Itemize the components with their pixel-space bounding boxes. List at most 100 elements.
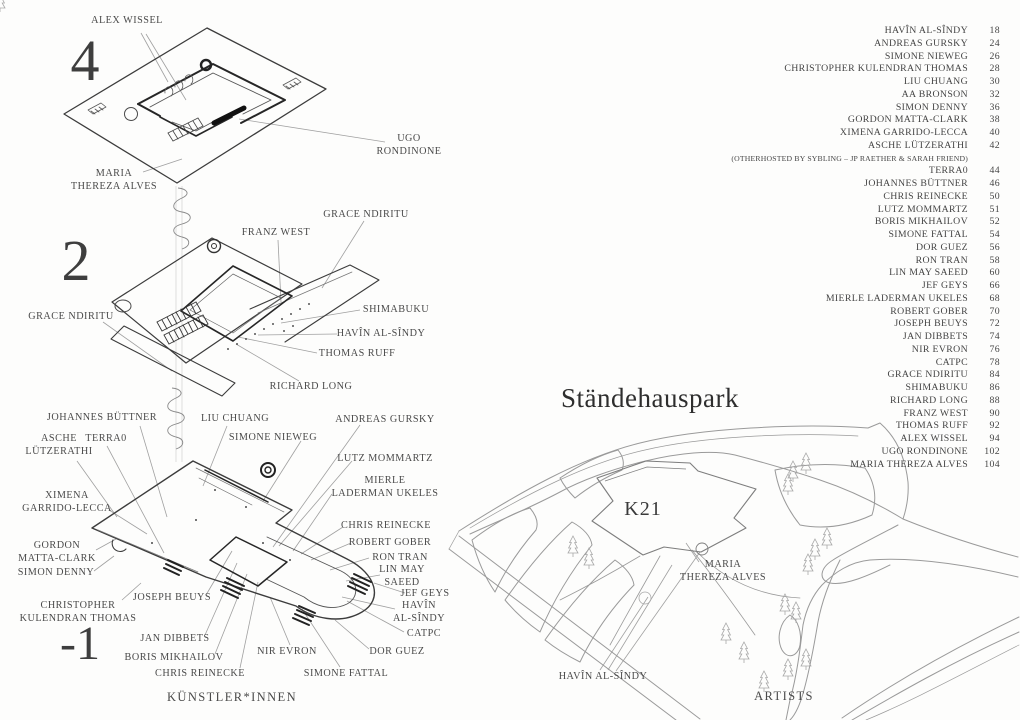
- index-page-number: 60: [989, 267, 1000, 279]
- index-entry: SHIMABUKU 86: [694, 382, 1000, 395]
- index-entry: THOMAS RUFF 92: [694, 420, 1000, 433]
- index-artist-name: LUTZ MOMMARTZ: [877, 203, 968, 215]
- index-page-number: 70: [989, 305, 1000, 317]
- index-entry: MIERLE LADERMAN UKELES 68: [694, 293, 1000, 306]
- index-entry: AA BRONSON 32: [694, 89, 1000, 102]
- index-page-number: 66: [989, 280, 1000, 291]
- index-artist-name: LIU CHUANG: [903, 76, 968, 87]
- index-page-number: 56: [989, 241, 1000, 253]
- index-page-number: 50: [989, 190, 1000, 202]
- index-artist-name: FRANZ WEST: [903, 407, 968, 419]
- index-page-number: 86: [989, 382, 1000, 393]
- index-artist-name: CATPC: [935, 356, 968, 368]
- index-entry: FRANZ WEST 90: [694, 408, 1000, 421]
- index-artist-name: MIERLE LADERMAN UKELES: [825, 292, 968, 304]
- index-entry: (OTHERHOSTED BY SYBLING – JP RAETHER & S…: [694, 153, 1000, 166]
- index-page-number: 58: [989, 254, 1000, 266]
- index-artist-name: TERRA0: [928, 165, 968, 177]
- index-entry: ROBERT GOBER 70: [694, 306, 1000, 319]
- index-artist-name: NIR EVRON: [911, 343, 968, 355]
- label-christopher-kulendran-thomas: CHRISTOPHER KULENDRAN THOMAS: [19, 600, 137, 624]
- index-entry: BORIS MIKHAILOV 52: [694, 216, 1000, 229]
- k21-label: K21: [624, 498, 662, 520]
- label-lin-may-saeed: LIN MAY SAEED: [379, 564, 425, 588]
- index-artist-name: UGO RONDINONE: [881, 445, 968, 457]
- index-entry: GORDON MATTA-CLARK 38: [694, 114, 1000, 127]
- label-chris-reinecke-right: CHRIS REINECKE: [341, 520, 431, 531]
- index-artist-name: ROBERT GOBER: [890, 305, 968, 317]
- index-entry: CHRISTOPHER KULENDRAN THOMAS 28: [694, 63, 1000, 76]
- label-asche-lutzerathi: ASCHE LÜTZERATHI: [25, 433, 93, 457]
- index-page-number: 54: [989, 229, 1000, 240]
- index-entry: JAN DIBBETS 74: [694, 331, 1000, 344]
- label-grace-ndiritu-left: GRACE NDIRITU: [28, 311, 114, 322]
- park-title: Ständehauspark: [561, 383, 739, 413]
- index-page-number: 76: [989, 343, 1000, 355]
- index-entry: TERRA0 44: [694, 165, 1000, 178]
- index-entry: SIMONE NIEWEG 26: [694, 51, 1000, 64]
- index-page-number: 90: [989, 407, 1000, 419]
- index-artist-name: CHRISTOPHER KULENDRAN THOMAS: [784, 63, 968, 75]
- index-artist-name: XIMENA GARRIDO-LECCA: [839, 127, 968, 138]
- index-page-number: 92: [989, 420, 1000, 432]
- index-page-number: 42: [989, 139, 1000, 151]
- label-shimabuku: SHIMABUKU: [362, 304, 430, 315]
- level-2-numeral: 2: [61, 228, 91, 293]
- index-artist-name: SIMON DENNY: [895, 101, 968, 113]
- index-page-number: 88: [989, 394, 1000, 406]
- index-artist-name: GRACE NDIRITU: [887, 369, 968, 381]
- footer-kuenstlerinnen: KÜNSTLER*INNEN: [166, 690, 298, 704]
- index-page-number: 28: [989, 63, 1000, 75]
- index-entry: LIN MAY SAEED 60: [694, 267, 1000, 280]
- index-entry: RICHARD LONG 88: [694, 395, 1000, 408]
- index-artist-name: SHIMABUKU: [905, 382, 968, 393]
- label-catpc: CATPC: [406, 628, 442, 639]
- level-minus-1-plan: [91, 460, 376, 626]
- label-franz-west: FRANZ WEST: [241, 227, 311, 238]
- label-jef-geys: JEF GEYS: [400, 588, 450, 599]
- index-artist-name: HAVÎN AL-SÎNDY: [884, 25, 968, 36]
- level-4-numeral: 4: [70, 28, 100, 93]
- index-artist-name: JAN DIBBETS: [902, 331, 968, 342]
- index-artist-name: MARIA THEREZA ALVES: [850, 458, 968, 470]
- label-lutz-mommartz: LUTZ MOMMARTZ: [337, 453, 433, 464]
- index-page-number: 52: [989, 216, 1000, 228]
- label-simon-denny: SIMON DENNY: [17, 567, 95, 578]
- label-simone-nieweg: SIMONE NIEWEG: [228, 432, 318, 443]
- label-alex-wissel: ALEX WISSEL: [91, 15, 163, 26]
- label-andreas-gursky: ANDREAS GURSKY: [335, 414, 435, 425]
- index-entry: CHRIS REINECKE 50: [694, 191, 1000, 204]
- label-havin-al-sindy-l2: HAVÎN AL-SÎNDY: [336, 328, 426, 339]
- label-havin-al-sindy-park: HAVÎN AL-SÎNDY: [558, 671, 648, 682]
- index-entry: ANDREAS GURSKY 24: [694, 38, 1000, 51]
- index-page-number: 84: [989, 369, 1000, 381]
- spiral-stair-column: [167, 186, 191, 462]
- index-page-number: 32: [989, 88, 1000, 100]
- index-page-number: 40: [989, 127, 1000, 138]
- label-richard-long: RICHARD LONG: [269, 381, 353, 392]
- label-havin-al-sindy-lm1: HAVÎN AL-SÎNDY: [392, 600, 446, 624]
- index-artist-name: AA BRONSON: [901, 88, 968, 100]
- index-artist-name: ALEX WISSEL: [900, 433, 968, 444]
- index-artist-name: (OTHERHOSTED BY SYBLING – JP RAETHER & S…: [731, 153, 968, 163]
- label-robert-gober: ROBERT GOBER: [348, 537, 432, 548]
- index-artist-name: JOHANNES BÜTTNER: [864, 178, 968, 189]
- park-map: [448, 422, 1020, 720]
- index-artist-name: JEF GEYS: [921, 280, 968, 291]
- index-page-number: 104: [984, 458, 1000, 470]
- index-entry: JEF GEYS 66: [694, 280, 1000, 293]
- index-page-number: 36: [989, 101, 1000, 113]
- level-2-plan: [110, 237, 380, 397]
- label-gordon-matta-clark: GORDON MATTA-CLARK: [18, 540, 96, 564]
- index-page-number: 44: [989, 165, 1000, 177]
- index-entry: SIMONE FATTAL 54: [694, 229, 1000, 242]
- artist-index: HAVÎN AL-SÎNDY 18 ANDREAS GURSKY 24 SIMO…: [694, 25, 1000, 471]
- k21-building-outline: [591, 460, 757, 556]
- index-page-number: 94: [989, 433, 1000, 444]
- index-entry: HAVÎN AL-SÎNDY 18: [694, 25, 1000, 38]
- index-entry: ALEX WISSEL 94: [694, 433, 1000, 446]
- label-ximena-garrido-lecca: XIMENA GARRIDO-LECCA: [22, 490, 112, 514]
- index-entry: SIMON DENNY 36: [694, 102, 1000, 115]
- label-terra0: TERRA0: [85, 433, 127, 444]
